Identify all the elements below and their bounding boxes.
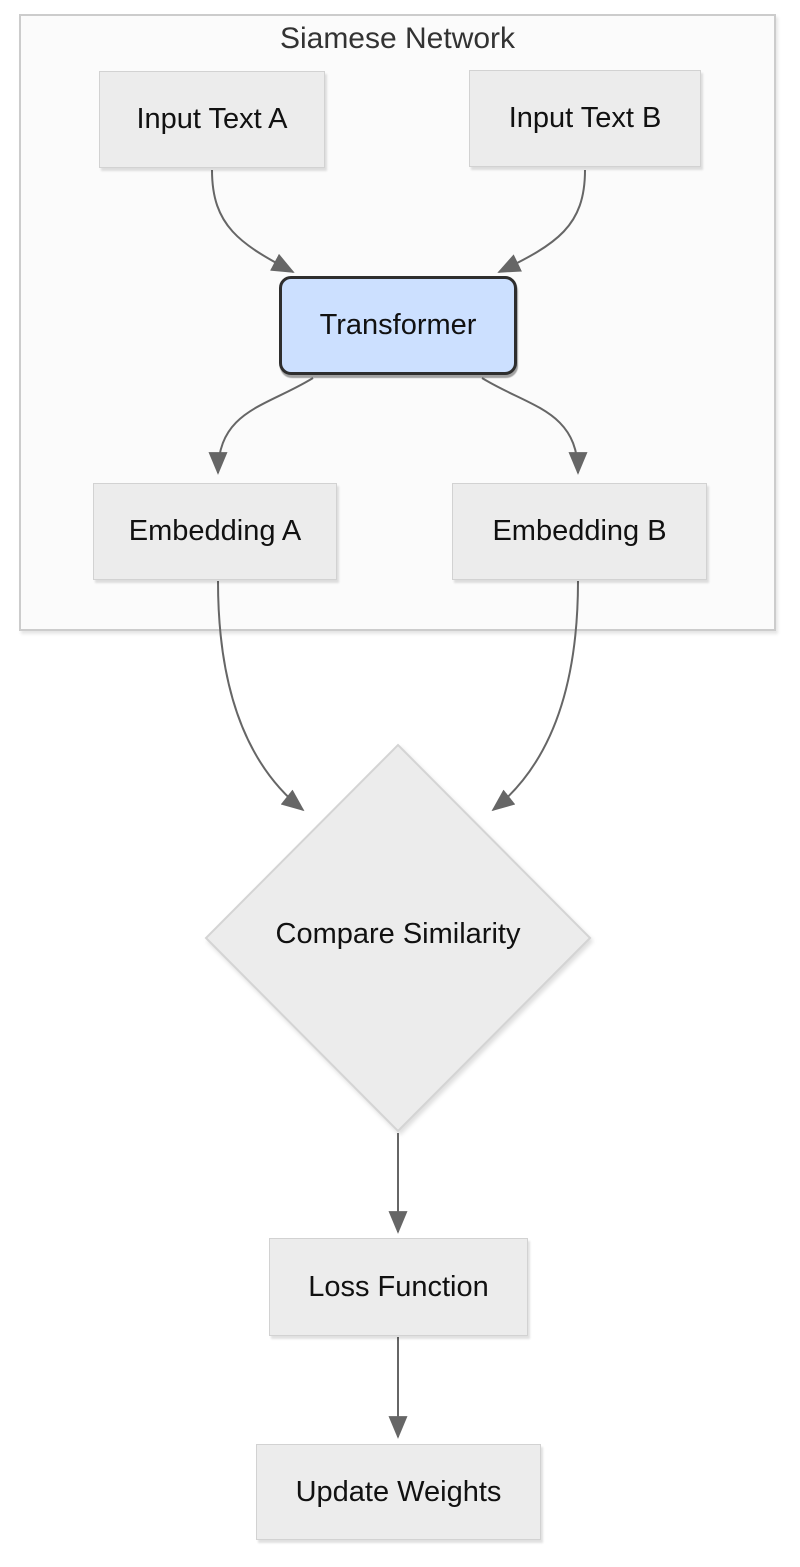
node-loss-function: Loss Function [269,1238,528,1336]
node-embedding-b: Embedding B [452,483,707,580]
group-title: Siamese Network [279,22,516,55]
node-embedding-a: Embedding A [93,483,337,580]
node-compare-similarity-label: Compare Similarity [275,918,521,950]
node-transformer: Transformer [279,276,517,375]
node-input-text-a: Input Text A [99,71,325,168]
node-update-weights: Update Weights [256,1444,541,1540]
node-input-text-b: Input Text B [469,70,701,167]
